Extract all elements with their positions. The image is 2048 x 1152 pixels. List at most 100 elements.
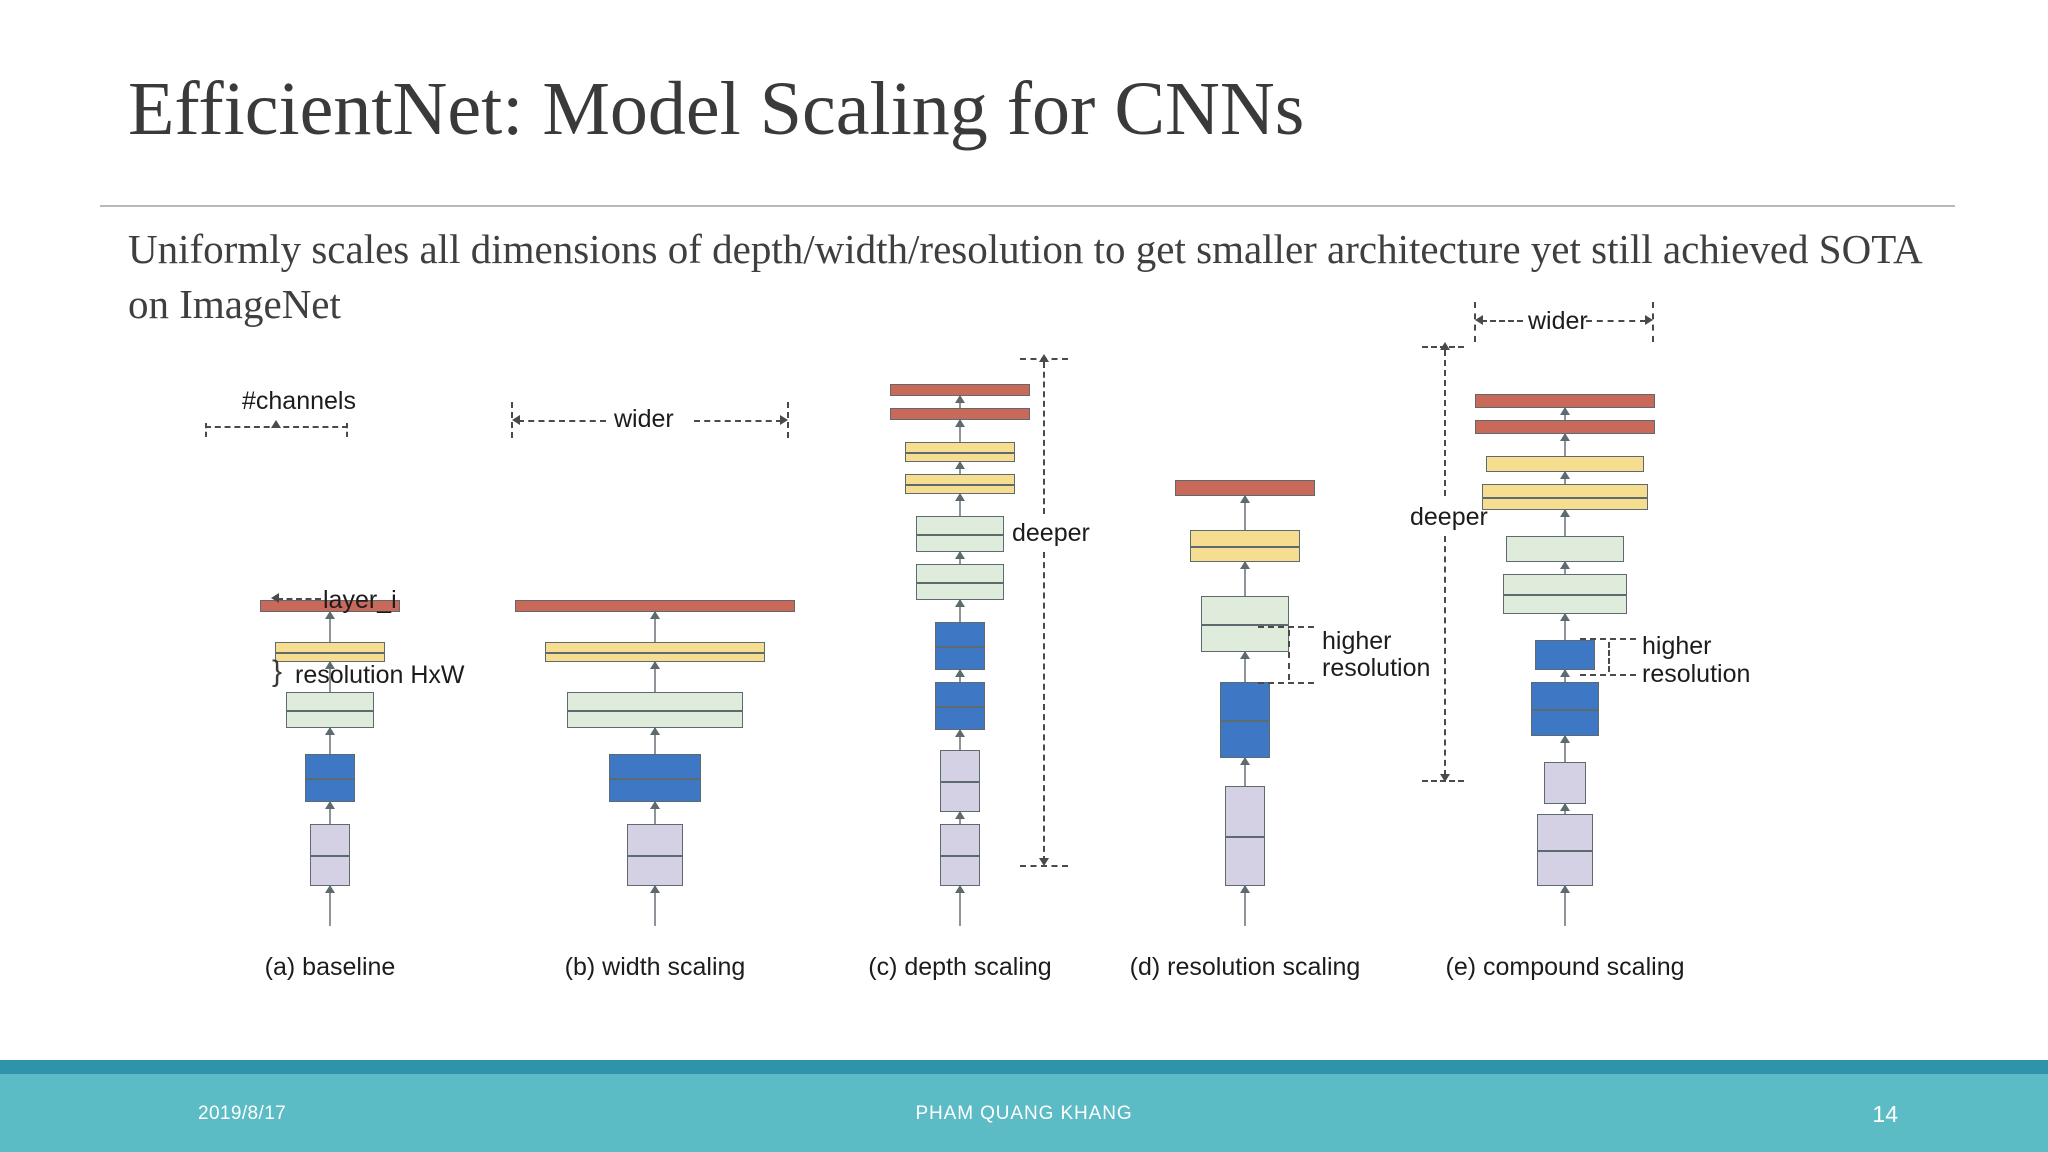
wider-dash-right-e (1586, 320, 1646, 322)
layer-block-divider (936, 646, 984, 648)
layer-block-divider (906, 484, 1014, 486)
deeper-line-bottom-e (1444, 536, 1446, 776)
connector-arrow (1560, 407, 1570, 420)
footer-accent-strip (0, 1060, 2048, 1074)
connector-arrow (650, 801, 660, 824)
connector-arrow (650, 611, 660, 642)
panel-baseline: #channels layer_i } resolution HxW (a) b… (185, 330, 475, 990)
layer-block-divider (1191, 546, 1299, 548)
layer-block-divider (1202, 624, 1288, 626)
panel-resolution-scaling: higher resolution (d) resolution scaling (1100, 330, 1430, 990)
layer-block-divider (917, 582, 1003, 584)
layer-block-blue (1220, 682, 1270, 758)
layer-block-lavender (310, 824, 350, 886)
footer-date: 2019/8/17 (198, 1103, 287, 1124)
layer-block-divider (936, 706, 984, 708)
connector-arrow (1240, 561, 1250, 596)
layer-block-divider (1538, 850, 1592, 852)
connector-arrow (955, 493, 965, 516)
connector-arrow (1560, 561, 1570, 574)
connector-arrow (955, 419, 965, 442)
layer-i-arrow (271, 593, 279, 603)
layer-block-blue (935, 622, 985, 670)
connector-arrow (1560, 735, 1570, 762)
layer-block-yellow (1486, 456, 1644, 472)
wider-tick-right-e (1652, 302, 1654, 342)
connector-arrow (955, 669, 965, 682)
layer-block-green (1503, 574, 1627, 614)
layer-block-divider (628, 855, 682, 857)
connector-arrow (1240, 757, 1250, 786)
layer-block-green (567, 692, 743, 728)
layer-block-yellow (275, 642, 385, 662)
layer-block-green (916, 516, 1004, 552)
wider-label-e: wider (1528, 307, 1588, 335)
deeper-label-e: deeper (1410, 503, 1488, 531)
layer-block-divider (546, 652, 764, 654)
layer-block-divider (276, 652, 384, 654)
deeper-arrow-up-e (1440, 342, 1450, 350)
panel-label-baseline: (a) baseline (264, 953, 396, 981)
panel-label-depth: (c) depth scaling (868, 953, 1052, 981)
connector-arrow (955, 729, 965, 750)
layer-block-green (1506, 536, 1624, 562)
footer-author: PHAM QUANG KHANG (915, 1103, 1133, 1124)
input-stem (650, 885, 660, 926)
layer-block-divider (917, 534, 1003, 536)
layer-block-lavender (940, 750, 980, 812)
layer-block-divider (1226, 836, 1264, 838)
connector-arrow (955, 599, 965, 622)
connector-arrow (1560, 613, 1570, 640)
channels-label: #channels (242, 387, 356, 415)
layer-i-label: layer_i (323, 586, 397, 614)
slide-subtitle: Uniformly scales all dimensions of depth… (128, 226, 1921, 328)
input-stem (325, 885, 335, 926)
wider-dash-left-e (1481, 320, 1523, 322)
layer-block-blue (1535, 640, 1595, 670)
layer-block-lavender (940, 824, 980, 886)
scaling-diagram: #channels layer_i } resolution HxW (a) b… (0, 302, 2048, 990)
page-title: EfficientNet: Model Scaling for CNNs (128, 67, 1305, 151)
higher-res-line-e (1608, 642, 1610, 672)
deeper-arrow-up-c (1039, 354, 1049, 362)
connector-arrow (1560, 803, 1570, 814)
layer-block-salmon (1175, 480, 1315, 496)
layer-block-lavender (1225, 786, 1265, 886)
panel-label-resolution: (d) resolution scaling (1129, 953, 1361, 981)
layer-block-divider (1504, 594, 1626, 596)
channels-tick-right (346, 423, 348, 437)
connector-arrow (1560, 433, 1570, 456)
layer-block-lavender (1544, 762, 1586, 804)
deeper-line-top-e (1444, 350, 1446, 496)
layer-block-lavender (627, 824, 683, 886)
layer-block-green (286, 692, 374, 728)
connector-arrow (325, 801, 335, 824)
layer-block-green (1201, 596, 1289, 652)
layer-block-divider (941, 781, 979, 783)
channels-tick-left (205, 423, 207, 437)
connector-arrow (650, 727, 660, 754)
connector-arrow (325, 661, 335, 692)
layer-block-divider (568, 710, 742, 712)
panel-label-width: (b) width scaling (564, 953, 746, 981)
higher-resolution-label-d-line2: resolution (1322, 654, 1431, 682)
wider-arrow-right-b (780, 415, 788, 425)
wider-dash-right-b (694, 420, 782, 422)
layer-block-divider (287, 710, 373, 712)
input-stem (1240, 885, 1250, 926)
layer-block-divider (1483, 497, 1647, 499)
resolution-hxw-label: resolution HxW (295, 661, 465, 689)
connector-arrow (955, 551, 965, 564)
connector-arrow (650, 661, 660, 692)
layer-block-lavender (1537, 814, 1593, 886)
connector-arrow (325, 727, 335, 754)
higher-resolution-label-d-line1: higher (1322, 627, 1392, 655)
layer-block-divider (941, 855, 979, 857)
wider-label-b: wider (614, 405, 674, 433)
layer-block-yellow (545, 642, 765, 662)
higher-res-cap-bottom-e (1580, 674, 1636, 676)
block-stack-depth (890, 384, 1030, 926)
layer-block-divider (306, 778, 354, 780)
layer-block-blue (935, 682, 985, 730)
panel-depth-scaling: deeper (c) depth scaling (820, 330, 1100, 990)
